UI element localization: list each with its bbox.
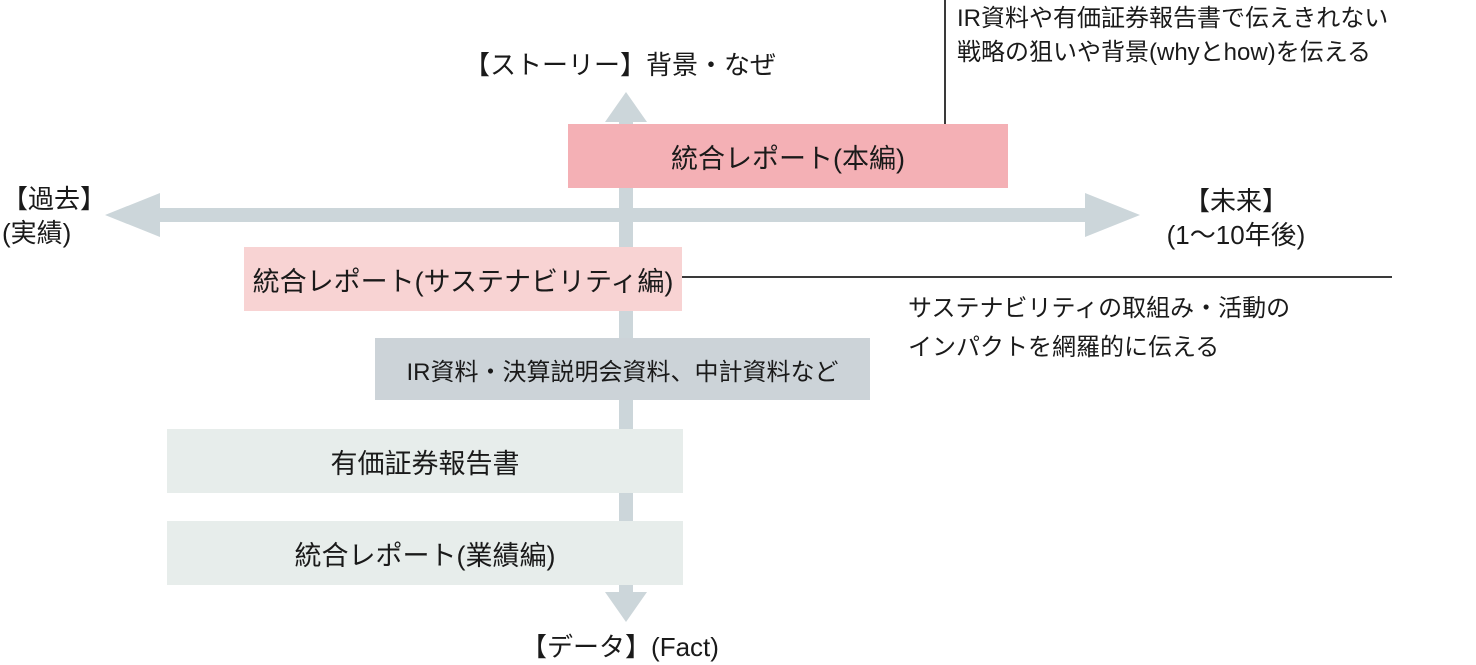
annotation-sustainability: サステナビリティの取組み・活動の インパクトを網羅的に伝える [908, 289, 1290, 367]
annotation-main-report-line1: IR資料や有価証券報告書で伝えきれない [957, 5, 1389, 32]
box-securities-report: 有価証券報告書 [167, 429, 683, 493]
up-arrowhead-icon [605, 92, 647, 122]
axis-label-future: 【未来】 (1〜10年後) [1148, 184, 1324, 252]
box-integrated-report-sustainability: 統合レポート(サステナビリティ編) [244, 247, 682, 311]
annotation-main-report-line2: 戦略の狙いや背景(whyとhow)を伝える [957, 39, 1371, 66]
axis-label-story: 【ストーリー】背景・なぜ [463, 50, 776, 80]
axis-label-past-line1: 【過去】 [2, 184, 107, 214]
annotation-connector-horizontal [682, 276, 1392, 278]
annotation-connector-vertical [944, 0, 946, 124]
down-arrowhead-icon [605, 592, 647, 622]
box-ir-materials: IR資料・決算説明会資料、中計資料など [375, 338, 870, 400]
annotation-sustainability-line2: インパクトを網羅的に伝える [908, 334, 1220, 361]
annotation-sustainability-line1: サステナビリティの取組み・活動の [908, 295, 1291, 322]
annotation-main-report: IR資料や有価証券報告書で伝えきれない 戦略の狙いや背景(whyとhow)を伝え… [957, 2, 1388, 70]
axis-label-future-line1: 【未来】 [1183, 186, 1288, 216]
box-integrated-report-main: 統合レポート(本編) [568, 124, 1008, 188]
axis-label-future-line2: (1〜10年後) [1166, 220, 1306, 250]
axis-label-past-line2: (実績) [2, 218, 72, 248]
right-arrowhead-icon [1085, 193, 1140, 237]
left-arrowhead-icon [105, 193, 160, 237]
axis-label-data: 【データ】(Fact) [521, 632, 719, 662]
box-integrated-report-performance: 統合レポート(業績編) [167, 521, 683, 585]
axis-label-past: 【過去】 (実績) [2, 182, 106, 250]
